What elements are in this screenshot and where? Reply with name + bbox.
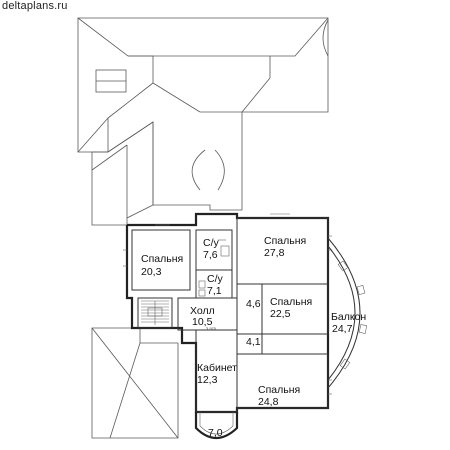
svg-text:22,5: 22,5 bbox=[270, 308, 291, 320]
room-label-study: Кабинет 12,3 bbox=[197, 362, 237, 386]
room-label-corridor-2: 4,1 bbox=[246, 336, 261, 348]
svg-text:24,7: 24,7 bbox=[332, 323, 353, 335]
svg-text:12,3: 12,3 bbox=[197, 374, 218, 386]
room-label-bedroom-2: Спальня 27,8 bbox=[264, 235, 306, 259]
svg-text:7,6: 7,6 bbox=[203, 249, 218, 261]
room-label-bedroom-4: Спальня 24,8 bbox=[258, 384, 300, 408]
svg-text:С/у: С/у bbox=[203, 237, 220, 249]
room-label-hall: Холл 10,5 bbox=[190, 305, 215, 328]
bay-outline bbox=[194, 412, 239, 440]
svg-text:7,0: 7,0 bbox=[208, 427, 223, 439]
room-label-bedroom-3: Спальня 22,5 bbox=[270, 296, 312, 320]
svg-text:20,3: 20,3 bbox=[141, 266, 162, 278]
site-label[interactable]: deltaplans.ru bbox=[2, 0, 68, 12]
svg-text:10,5: 10,5 bbox=[192, 316, 213, 328]
svg-text:24,8: 24,8 bbox=[258, 396, 279, 408]
svg-text:С/у: С/у bbox=[207, 273, 224, 285]
roof-outline-left bbox=[91, 121, 225, 226]
svg-text:Спальня: Спальня bbox=[141, 253, 183, 265]
svg-text:27,8: 27,8 bbox=[264, 247, 285, 259]
svg-text:4,1: 4,1 bbox=[246, 336, 261, 348]
svg-text:4,6: 4,6 bbox=[246, 298, 261, 310]
building-walls bbox=[123, 212, 332, 414]
room-label-bedroom-1: Спальня 20,3 bbox=[141, 253, 183, 278]
svg-text:Балкон: Балкон bbox=[331, 311, 366, 323]
roof-outline-upper bbox=[77, 17, 329, 211]
roof-outline-lower-left bbox=[91, 327, 179, 439]
level-mark: 3.970 bbox=[206, 326, 217, 331]
svg-text:Кабинет: Кабинет bbox=[197, 362, 237, 374]
room-label-bath-1: С/у 7,6 bbox=[203, 237, 220, 261]
balcony-outline bbox=[327, 237, 368, 389]
room-label-bath-2: С/у 7,1 bbox=[207, 273, 224, 297]
room-label-balcony: Балкон 24,7 bbox=[331, 311, 366, 335]
room-label-corridor-1: 4,6 bbox=[246, 298, 261, 310]
room-label-bay: 7,0 bbox=[208, 427, 223, 439]
svg-text:Спальня: Спальня bbox=[258, 384, 300, 396]
svg-text:7,1: 7,1 bbox=[207, 285, 222, 297]
svg-text:Холл: Холл bbox=[190, 305, 215, 317]
svg-text:Спальня: Спальня bbox=[270, 296, 312, 308]
svg-text:Спальня: Спальня bbox=[264, 235, 306, 247]
